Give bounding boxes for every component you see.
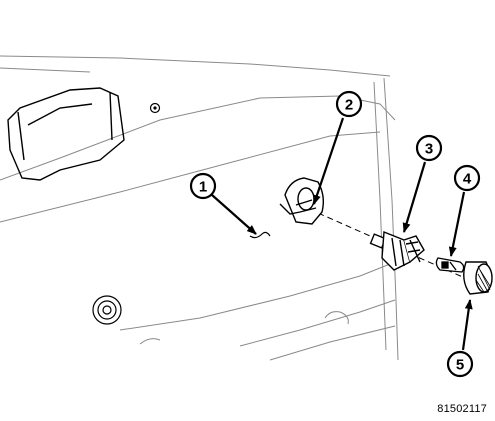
svg-text:4: 4 bbox=[463, 171, 472, 188]
leader-5 bbox=[461, 299, 473, 351]
leader-1 bbox=[211, 194, 257, 235]
figure-code: 81502117 bbox=[437, 403, 487, 415]
bulb-socket bbox=[369, 230, 425, 271]
callout-1: 1 bbox=[189, 172, 217, 200]
svg-text:1: 1 bbox=[199, 179, 207, 196]
lamp-housing-connector bbox=[279, 177, 325, 225]
screw-hole bbox=[149, 102, 161, 114]
svg-text:5: 5 bbox=[456, 357, 464, 374]
leader-lines bbox=[211, 117, 473, 351]
leader-2 bbox=[312, 117, 345, 205]
upper-lamp-housing bbox=[7, 87, 125, 181]
svg-text:3: 3 bbox=[425, 141, 433, 158]
lens-cover bbox=[463, 261, 493, 295]
svg-text:2: 2 bbox=[345, 97, 353, 114]
callout-2: 2 bbox=[335, 90, 363, 118]
leader-4 bbox=[448, 191, 466, 257]
callout-4: 4 bbox=[453, 164, 481, 192]
wire-end bbox=[249, 231, 271, 239]
body-grommet bbox=[92, 295, 122, 325]
callout-5: 5 bbox=[446, 350, 474, 378]
leader-3 bbox=[402, 161, 427, 233]
bulb bbox=[435, 257, 465, 273]
callout-3: 3 bbox=[415, 134, 443, 162]
